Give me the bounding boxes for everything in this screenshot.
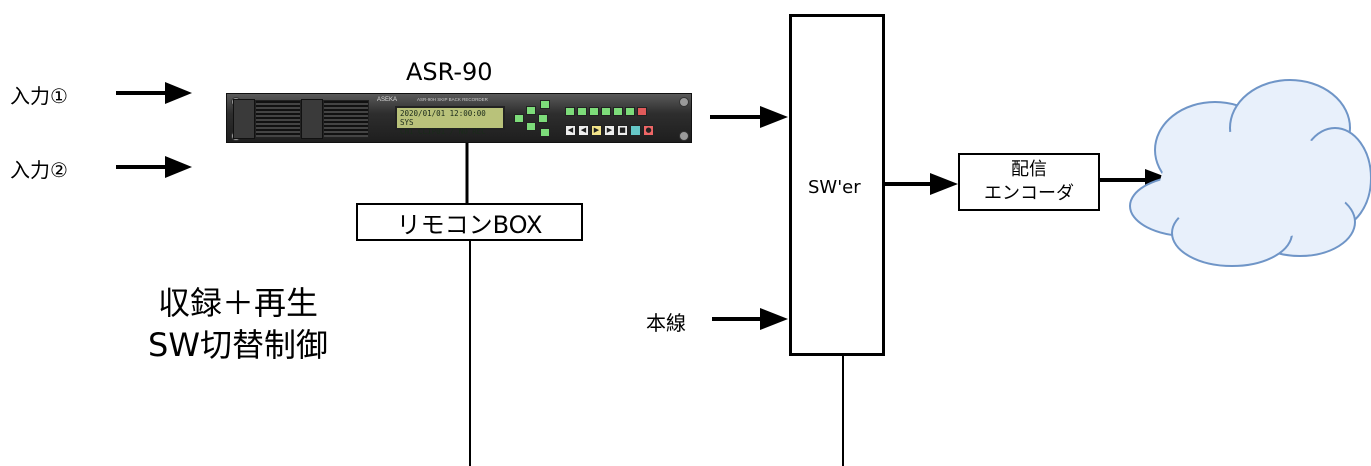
stop-icon[interactable]: ■ bbox=[617, 125, 628, 136]
rewind-icon[interactable]: ◀ bbox=[578, 125, 589, 136]
switcher-label: SW'er bbox=[808, 177, 861, 198]
recorder-device: ASEKA ASR-90H SKIP BACK RECORDER 2020/01… bbox=[226, 93, 692, 143]
channel-button[interactable] bbox=[565, 107, 575, 116]
play-icon[interactable]: ▶ bbox=[591, 125, 602, 136]
encoder-label-line-1: 配信 bbox=[1011, 159, 1047, 180]
control-line-1: 収録＋再生 bbox=[157, 284, 318, 322]
remote-control-box: リモコンBOX bbox=[356, 203, 583, 241]
rec-standby-button[interactable] bbox=[637, 107, 647, 116]
lcd-display: 2020/01/01 12:00:00 SYS CH1 CLIP01 / NO … bbox=[395, 106, 505, 136]
cursor-left-button[interactable] bbox=[514, 114, 524, 123]
lcd-line-2: CH1 CLIP01 / NO REC bbox=[400, 127, 486, 136]
screw-icon bbox=[679, 131, 689, 141]
brand-logo: ASEKA bbox=[377, 97, 398, 103]
vent-grille-2 bbox=[323, 100, 369, 138]
cursor-down-button[interactable] bbox=[526, 122, 536, 131]
channel-button[interactable] bbox=[589, 107, 599, 116]
remote-control-box-label: リモコンBOX bbox=[396, 210, 543, 239]
cloud-icon bbox=[1129, 79, 1371, 267]
drive-slot-2 bbox=[301, 99, 323, 139]
main-line-label: 本線 bbox=[646, 311, 686, 335]
encoder-label-line-2: エンコーダ bbox=[984, 183, 1074, 204]
channel-button[interactable] bbox=[613, 107, 623, 116]
channel-button[interactable] bbox=[601, 107, 611, 116]
enter-button[interactable] bbox=[540, 128, 550, 137]
control-description: 収録＋再生 SW切替制御 bbox=[118, 282, 358, 366]
device-label: ASR-90 bbox=[406, 58, 493, 86]
switcher-box: SW'er bbox=[789, 14, 885, 356]
channel-button[interactable] bbox=[577, 107, 587, 116]
cursor-up-button[interactable] bbox=[526, 106, 536, 115]
encoder-box: 配信 エンコーダ bbox=[958, 153, 1100, 211]
rack-title: ASR-90H SKIP BACK RECORDER bbox=[417, 97, 488, 102]
channel-button[interactable] bbox=[625, 107, 635, 116]
screw-icon bbox=[679, 97, 689, 107]
main-line-arrowhead bbox=[760, 308, 788, 330]
lcd-line-1: 2020/01/01 12:00:00 SYS bbox=[400, 109, 486, 127]
switcher-to-encoder-arrowhead bbox=[930, 173, 958, 195]
input-2-arrowhead bbox=[165, 156, 192, 178]
input-1-label: 入力① bbox=[10, 84, 68, 108]
input-1-arrowhead bbox=[165, 82, 192, 104]
pause-icon[interactable] bbox=[630, 125, 641, 136]
fast-forward-icon[interactable]: ▶ bbox=[604, 125, 615, 136]
rack-to-switcher-arrowhead bbox=[760, 106, 788, 128]
input-2-label: 入力② bbox=[10, 158, 68, 182]
menu-button[interactable] bbox=[540, 100, 550, 109]
skip-back-icon[interactable]: ◀ bbox=[565, 125, 576, 136]
drive-slot-1 bbox=[233, 99, 255, 139]
control-line-2: SW切替制御 bbox=[148, 326, 328, 364]
cursor-right-button[interactable] bbox=[538, 114, 548, 123]
record-icon[interactable]: ● bbox=[643, 125, 654, 136]
vent-grille-1 bbox=[255, 100, 301, 138]
